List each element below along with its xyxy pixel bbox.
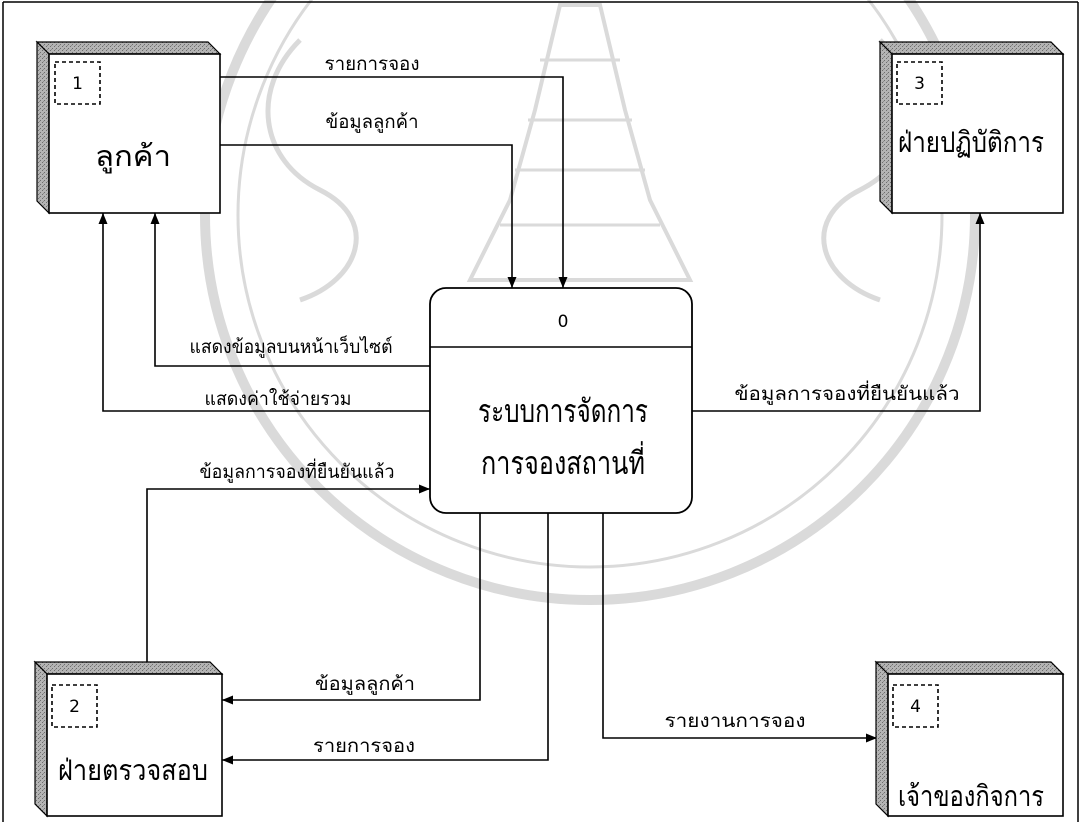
entity-number: 1 (72, 74, 83, 94)
process-title-line1: ระบบการจัดการ (478, 392, 648, 430)
entity-number-box (51, 684, 98, 728)
entity-number: 4 (910, 697, 921, 717)
entity-number: 2 (69, 697, 80, 717)
entity-label: ฝ่ายตรวจสอบ (58, 753, 208, 787)
external-entity-customer: 1 ลูกค้า (35, 40, 222, 215)
flow-labels: รายการจอง ข้อมูลลูกค้า แสดงข้อมูลบนหน้าเ… (190, 53, 960, 757)
flow-line-customer-info-to-audit (222, 513, 481, 705)
data-flows (98, 76, 985, 765)
entity-front-face (48, 53, 221, 214)
process-title-line2: การจองสถานที่ (481, 441, 645, 482)
entity-number-box (896, 61, 943, 105)
entity-front-face (891, 53, 1064, 214)
entity-left-face (36, 40, 50, 215)
entity-label: ลูกค้า (95, 139, 171, 174)
process-booking-system: 0 ระบบการจัดการ การจองสถานที่ (429, 287, 693, 514)
watermark-spire (466, 3, 694, 282)
process-number: 0 (558, 312, 569, 332)
flow-label: รายการจอง (325, 53, 420, 75)
flow-label: ข้อมูลลูกค้า (315, 673, 415, 695)
flow-line-confirmed-booking-to-operations (692, 213, 985, 412)
flow-line-booking-list-to-system (220, 76, 568, 288)
entity-top-face (35, 41, 222, 55)
entity-number-box (54, 61, 101, 105)
external-entity-operations: 3 ฝ่ายปฏิบัติการ (878, 40, 1065, 215)
entity-left-face (34, 660, 48, 818)
external-entity-audit: 2 ฝ่ายตรวจสอบ (33, 660, 224, 818)
process-box (429, 287, 693, 514)
entity-label: ฝ่ายปฏิบัติการ (898, 125, 1044, 159)
entity-number: 3 (914, 74, 925, 94)
entity-front-face (887, 673, 1064, 817)
entity-left-face (879, 40, 893, 215)
flow-line-total-cost-to-customer (98, 213, 430, 412)
entity-number-box (892, 684, 939, 728)
flow-line-website-info-to-customer (150, 213, 430, 367)
flow-label: ข้อมูลการจองที่ยืนยันแล้ว (200, 458, 395, 483)
watermark-left-ornament (265, 38, 359, 303)
flow-label: แสดงค่าใช้จ่ายรวม (205, 388, 352, 410)
entity-top-face (878, 41, 1065, 55)
flow-label: ข้อมูลการจองที่ยืนยันแล้ว (735, 380, 960, 405)
entity-top-face (33, 661, 224, 675)
entity-top-face (874, 661, 1065, 675)
flow-label: แสดงข้อมูลบนหน้าเว็บไซต์ (190, 334, 393, 358)
flow-line-booking-list-to-audit (222, 513, 549, 765)
watermark-outer-ring (200, 0, 980, 605)
entity-label: เจ้าของกิจการ (898, 779, 1044, 813)
entity-front-face (46, 673, 223, 817)
flow-line-customer-info-to-system (220, 144, 517, 288)
external-entity-business-owner: 4 เจ้าของกิจการ (874, 660, 1065, 818)
entity-left-face (875, 660, 889, 818)
watermark-inner-ring (236, 0, 944, 569)
watermark-spire-tiers (500, 58, 660, 227)
flow-label: รายงานการจอง (665, 710, 806, 732)
flow-label: รายการจอง (313, 735, 415, 757)
flow-line-booking-report-to-owner (602, 513, 877, 743)
flow-label: ข้อมูลลูกค้า (326, 111, 419, 133)
flow-line-confirmed-booking-to-system (146, 484, 430, 662)
